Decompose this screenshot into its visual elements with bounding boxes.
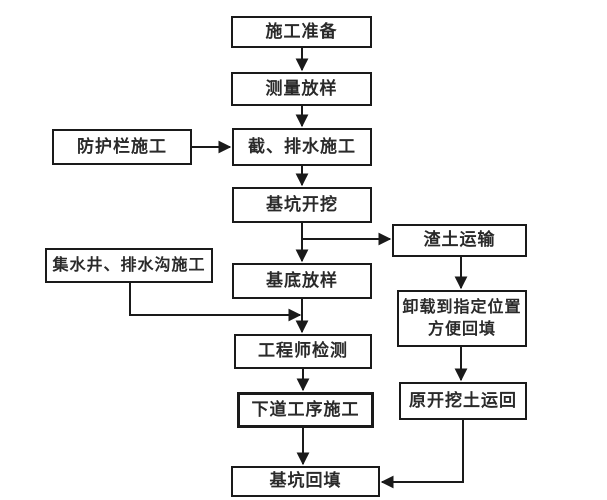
flow-node-label: 下道工序施工 [251,399,360,419]
flow-node-survey-setting-out: 测量放样 [231,72,372,106]
flow-node-pit-excavation: 基坑开挖 [232,187,372,223]
edge-sump-join [129,283,302,322]
flow-node-sump-drain-ditch: 集水井、排水沟施工 [45,248,213,283]
flow-node-pit-backfill: 基坑回填 [231,466,380,497]
flow-node-label: 基底放样 [266,270,338,290]
flow-node-label: 渣土运输 [423,230,496,250]
flow-node-label: 截、排水施工 [248,136,356,156]
flow-node-label: 原开挖土运回 [409,390,517,410]
flow-node-engineer-inspection: 工程师检测 [234,334,372,369]
edge-return-backfill [380,420,464,489]
flow-node-label: 施工准备 [265,21,338,41]
flow-node-base-setting-out: 基底放样 [232,263,372,299]
flow-node-construction-preparation: 施工准备 [231,16,372,48]
flow-node-muck-transport: 渣土运输 [392,224,527,257]
flow-node-label-line2: 方便回填 [427,320,496,338]
flow-node-label: 防护栏施工 [77,136,167,156]
flow-node-label: 测量放样 [265,78,338,98]
flow-node-protective-fence: 防护栏施工 [52,129,192,165]
flow-node-interception-drainage: 截、排水施工 [232,128,372,166]
flow-node-excavated-soil-return: 原开挖土运回 [399,382,527,420]
flow-node-label: 工程师检测 [258,341,348,361]
flow-node-label-line1: 卸载到指定位置 [402,298,522,316]
flow-node-label: 基坑回填 [269,471,342,491]
flow-node-unload-designated-position: 卸载到指定位置 方便回填 [397,290,527,347]
flow-node-next-process: 下道工序施工 [237,392,374,428]
flow-node-label: 基坑开挖 [266,194,338,214]
flow-node-label: 集水井、排水沟施工 [52,256,206,274]
